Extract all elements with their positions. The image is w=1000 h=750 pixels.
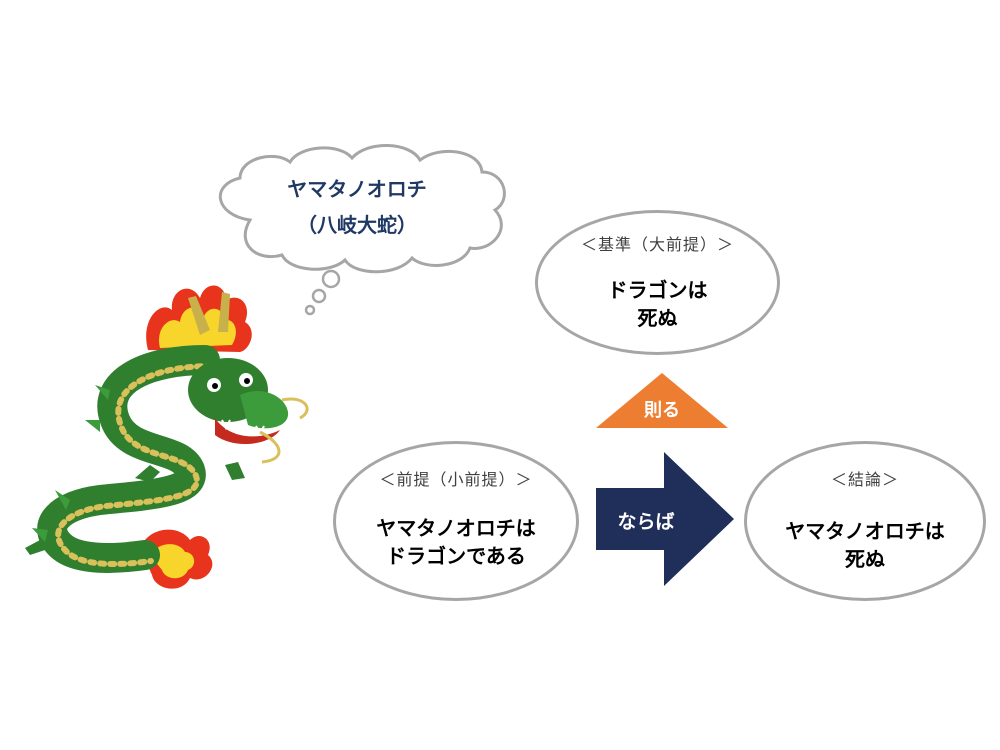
major-premise-header: ＜基準（大前提）＞ <box>580 235 734 254</box>
major-premise-ellipse: ＜基準（大前提）＞ ドラゴンは 死ぬ <box>535 210 780 355</box>
conclusion-header: ＜結論＞ <box>830 470 899 489</box>
conclusion-ellipse: ＜結論＞ ヤマタノオロチは 死ぬ <box>744 441 986 601</box>
rule-triangle <box>596 373 728 428</box>
minor-premise-header: ＜前提（小前提）＞ <box>379 470 533 489</box>
conclusion-line-1: ヤマタノオロチは <box>785 519 945 543</box>
conclusion-line-2: 死ぬ <box>845 547 885 571</box>
minor-premise-text: ヤマタノオロチは ドラゴンである <box>336 514 576 570</box>
minor-premise-line-1: ヤマタノオロチは <box>376 516 536 540</box>
thought-line-1: ヤマタノオロチ <box>287 177 427 201</box>
thought-line-2: （八岐大蛇） <box>297 213 417 237</box>
major-premise-line-1: ドラゴンは <box>607 278 708 302</box>
thought-bubble-text: ヤマタノオロチ （八岐大蛇） <box>216 171 498 243</box>
rule-label: 則る <box>644 400 680 421</box>
minor-premise-ellipse: ＜前提（小前提）＞ ヤマタノオロチは ドラゴンである <box>333 441 579 601</box>
arrow-label: ならば <box>617 511 675 533</box>
implication-arrow <box>596 452 734 586</box>
major-premise-line-2: 死ぬ <box>637 306 678 330</box>
minor-premise-line-2: ドラゴンである <box>386 544 526 568</box>
major-premise-text: ドラゴンは 死ぬ <box>538 276 777 332</box>
conclusion-text: ヤマタノオロチは 死ぬ <box>747 517 983 573</box>
